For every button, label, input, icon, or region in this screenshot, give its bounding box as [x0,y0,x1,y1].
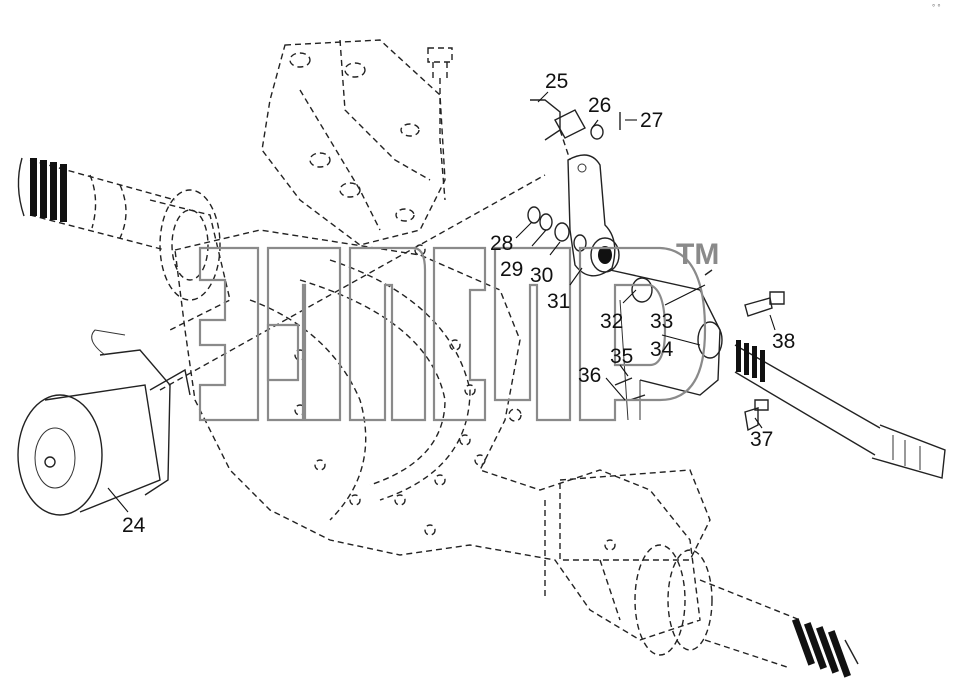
callout-32: 32 [600,310,623,333]
callout-28: 28 [490,232,513,255]
watermark-tm: TM [676,238,719,271]
leader-lines [107,91,776,513]
callout-34: 34 [650,338,674,361]
callout-37: 37 [750,428,773,451]
callout-35: 35 [610,345,633,368]
bolt-37 [744,399,769,432]
slack-adjuster [567,154,620,277]
camshaft-spline [736,340,765,382]
corner-mark: ° ° [932,3,941,12]
callout-26: 26 [588,94,611,117]
callout-27: 27 [640,109,663,132]
right-camshaft [734,340,946,479]
upper-bracket [261,39,446,246]
callout-24: 24 [122,514,146,537]
bolt-38 [744,291,785,317]
right-lower-axle-tube [699,579,859,678]
washers [527,206,587,252]
callout-25: 25 [545,70,568,93]
callout-30: 30 [530,264,553,287]
callout-33: 33 [650,310,673,333]
callout-labels: 24 25 26 27 28 29 30 31 32 33 34 35 36 3… [122,70,795,537]
left-axle-tube [17,157,231,331]
housing-holes [294,244,616,551]
pushrod-line [159,174,546,391]
top-bolt [427,47,453,201]
right-lower-spring-coils [791,618,851,678]
watermark-logo: TM [198,238,719,422]
left-spring-coils [30,158,67,222]
callout-29: 29 [500,258,523,281]
axle-housing [174,229,713,656]
callout-36: 36 [578,364,601,387]
callout-31: 31 [547,290,570,313]
brake-chamber [17,329,191,516]
callout-38: 38 [772,330,795,353]
